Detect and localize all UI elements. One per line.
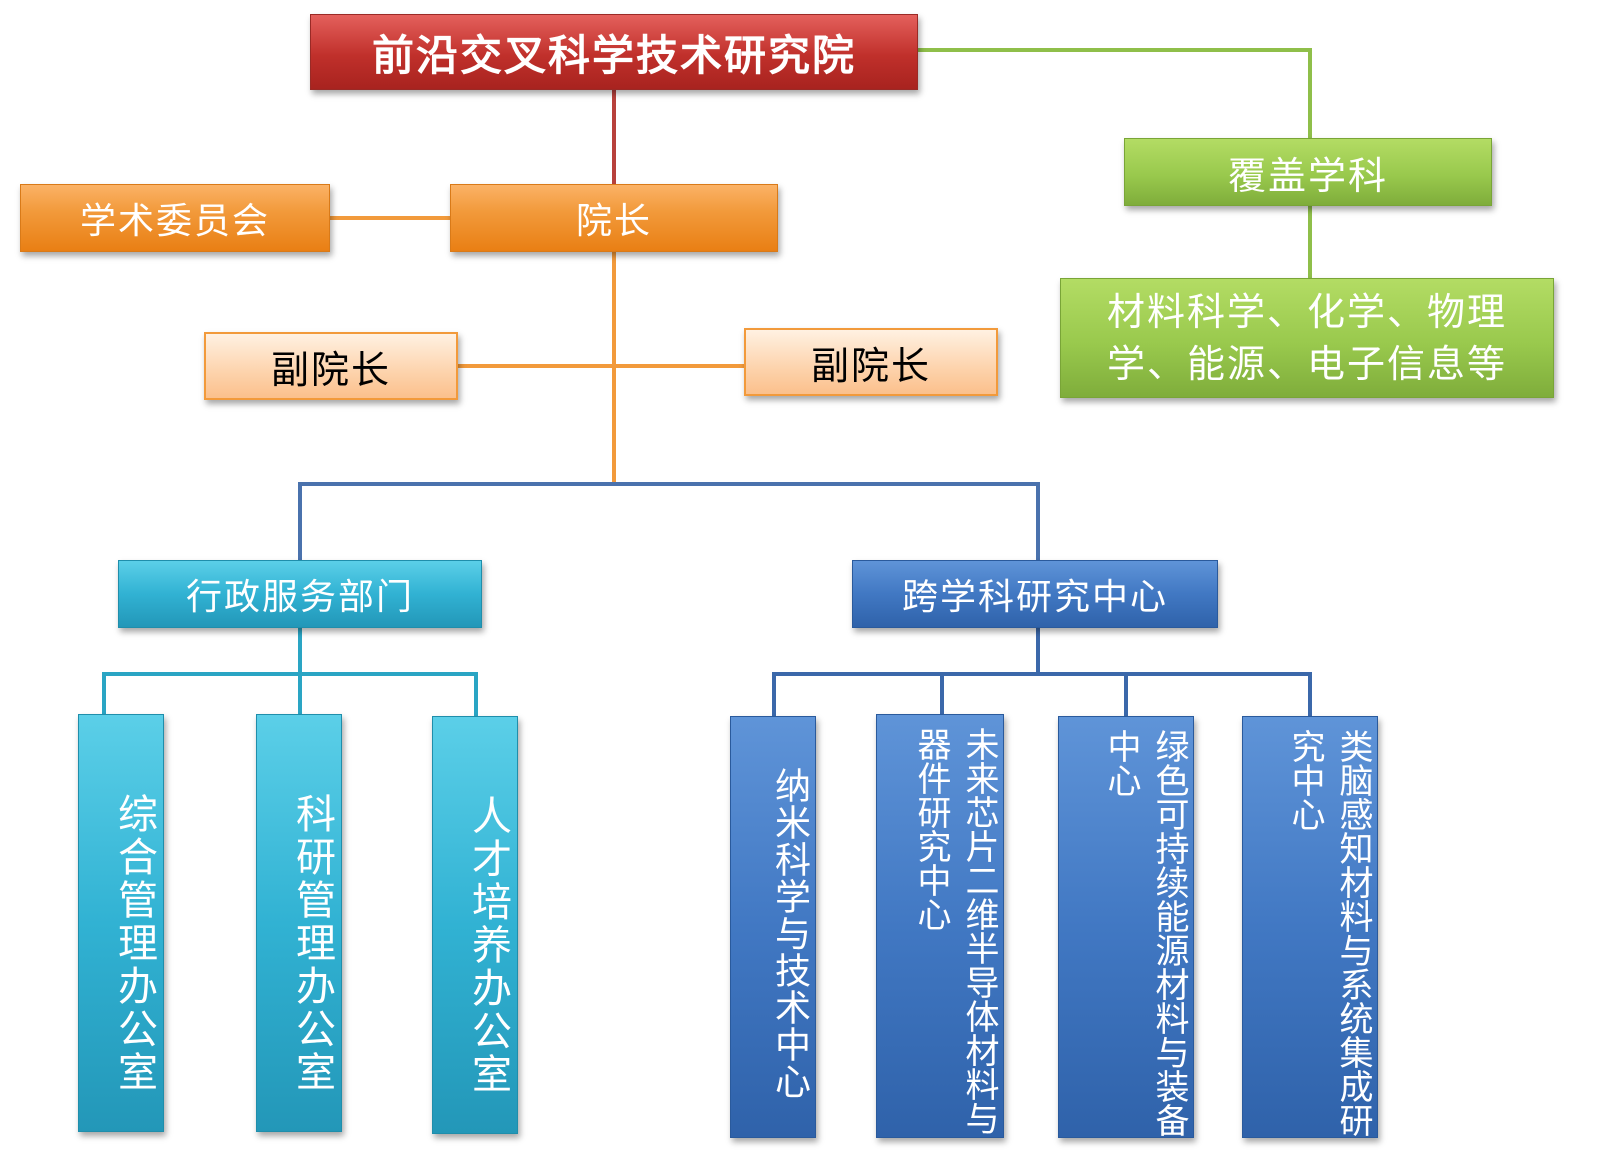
office-box: 科研管理办公室 [256,714,342,1132]
center-box: 绿色可持续能源材料与装备中心 [1058,716,1194,1138]
office-box: 综合管理办公室 [78,714,164,1132]
disciplines-box: 覆盖学科 [1124,138,1492,206]
office-label: 综合管理办公室 [111,792,157,1094]
disciplines-content: 材料科学、化学、物理学、能源、电子信息等 [1106,290,1507,386]
vice-president-label: 副院长 [270,347,391,392]
office-label: 科研管理办公室 [289,792,335,1094]
center-label: 绿色可持续能源材料与装备中心 [1101,729,1189,1137]
office-box: 人才培养办公室 [432,716,518,1134]
institute-title: 前沿交叉科学技术研究院 [371,30,856,80]
admin-department-label: 行政服务部门 [185,577,414,618]
center-label: 未来芯片二维半导体材料与器件研究中心 [911,727,999,1135]
academic-committee-box: 学术委员会 [20,184,330,252]
disciplines-content-box: 材料科学、化学、物理学、能源、电子信息等 [1060,278,1554,398]
division-split-line [298,482,1040,560]
research-branch-line [772,672,1312,716]
center-label: 类脑感知材料与系统集成研究中心 [1285,729,1373,1137]
office-label: 人才培养办公室 [465,794,511,1096]
president-label: 院长 [575,201,652,242]
center-box: 类脑感知材料与系统集成研究中心 [1242,716,1378,1138]
research-center-box: 跨学科研究中心 [852,560,1218,628]
research-center-label: 跨学科研究中心 [901,577,1168,618]
institute-title-box: 前沿交叉科学技术研究院 [310,14,918,90]
vice-president-box-right: 副院长 [744,328,998,396]
vice-president-label: 副院长 [810,343,931,388]
center-label: 纳米科学与技术中心 [769,766,810,1100]
center-box: 未来芯片二维半导体材料与器件研究中心 [876,714,1004,1138]
president-box: 院长 [450,184,778,252]
admin-branch-line [102,672,478,716]
disciplines-label: 覆盖学科 [1227,153,1388,198]
vice-president-box-left: 副院长 [204,332,458,400]
admin-department-box: 行政服务部门 [118,560,482,628]
root-to-disciplines-line [918,48,1312,138]
academic-committee-label: 学术委员会 [79,201,270,242]
center-box: 纳米科学与技术中心 [730,716,816,1138]
